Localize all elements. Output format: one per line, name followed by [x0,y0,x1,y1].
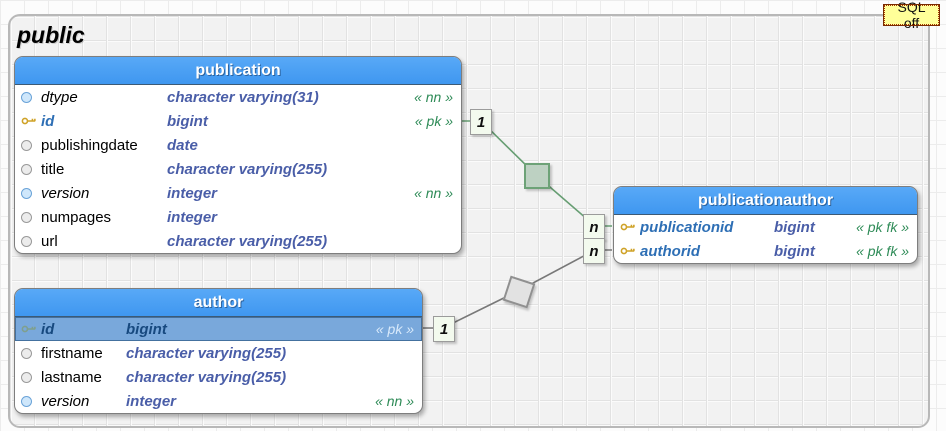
table-title-author[interactable]: author [15,289,422,317]
column-constraint-tag: « nn » [375,393,414,409]
column-type: date [167,136,198,154]
cardinality-label-author-1[interactable]: 1 [433,316,455,342]
column-type: integer [126,392,177,410]
cardinality-label-publication-1[interactable]: 1 [470,109,492,135]
column-name: url [41,232,58,250]
column-name: title [41,160,65,178]
column-row-id[interactable]: id bigint « pk » [15,317,422,341]
nullable-circle-icon [21,371,32,383]
table-body-author: id bigint « pk » firstname character varying… [15,317,422,413]
table-body-publicationauthor: publicationid bigint « pk fk » authorid bigi… [614,215,917,263]
key-icon [21,324,36,334]
table-publicationauthor[interactable]: publicationauthor publicationid bigint « p… [613,186,918,264]
column-constraint-tag: « pk » [414,113,453,129]
column-name: publicationid [640,218,734,236]
column-name: id [41,320,55,338]
key-icon [620,222,635,232]
column-name: id [41,112,55,130]
table-publication[interactable]: publication dtype character varying(31) « … [14,56,462,254]
column-row-publishingdate[interactable]: publishingdate date [15,133,461,157]
table-author[interactable]: author id bigint « pk » firstname character … [14,288,423,414]
column-constraint-tag: « pk » [375,321,414,337]
column-row-firstname[interactable]: firstname character varying(255) [15,341,422,365]
nullable-circle-icon [21,139,32,151]
column-row-title[interactable]: title character varying(255) [15,157,461,181]
column-name: firstname [41,344,103,362]
notnull-circle-icon [21,91,32,103]
column-type: bigint [126,320,167,338]
cardinality-label-publicationauthor-n-top[interactable]: n [583,214,605,240]
column-type: character varying(255) [126,368,287,386]
column-type: bigint [774,242,815,260]
column-type: character varying(31) [167,88,319,106]
column-row-publicationid[interactable]: publicationid bigint « pk fk » [614,215,917,239]
column-row-url[interactable]: url character varying(255) [15,229,461,253]
key-icon [21,116,36,126]
column-type: character varying(255) [126,344,287,362]
column-type: integer [167,208,218,226]
column-row-numpages[interactable]: numpages integer [15,205,461,229]
sql-toggle-button[interactable]: SQL off [883,0,940,31]
schema-name-label[interactable]: public [17,22,85,48]
notnull-circle-icon [21,395,32,407]
cardinality-label-publicationauthor-n-bottom[interactable]: n [583,238,605,264]
column-row-dtype[interactable]: dtype character varying(31) « nn » [15,85,461,109]
column-name: lastname [41,368,102,386]
table-title-publication[interactable]: publication [15,57,461,85]
nullable-circle-icon [21,211,32,223]
column-row-version[interactable]: version integer « nn » [15,389,422,413]
column-row-id[interactable]: id bigint « pk » [15,109,461,133]
column-constraint-tag: « pk fk » [856,219,909,235]
nullable-circle-icon [21,163,32,175]
column-row-version[interactable]: version integer « nn » [15,181,461,205]
table-body-publication: dtype character varying(31) « nn » id bigint… [15,85,461,253]
relationship-diamond-publication[interactable] [524,163,550,189]
column-type: bigint [167,112,208,130]
column-type: character varying(255) [167,160,328,178]
table-title-publicationauthor[interactable]: publicationauthor [614,187,917,215]
column-type: character varying(255) [167,232,328,250]
nullable-circle-icon [21,347,32,359]
column-name: authorid [640,242,700,260]
column-name: version [41,392,90,410]
column-constraint-tag: « nn » [414,89,453,105]
column-row-authorid[interactable]: authorid bigint « pk fk » [614,239,917,263]
key-icon [620,246,635,256]
column-name: dtype [41,88,78,106]
column-type: integer [167,184,218,202]
column-name: version [41,184,90,202]
column-row-lastname[interactable]: lastname character varying(255) [15,365,422,389]
column-name: numpages [41,208,112,226]
column-constraint-tag: « nn » [414,185,453,201]
column-name: publishingdate [41,136,138,154]
notnull-circle-icon [21,187,32,199]
column-type: bigint [774,218,815,236]
column-constraint-tag: « pk fk » [856,243,909,259]
nullable-circle-icon [21,235,32,247]
